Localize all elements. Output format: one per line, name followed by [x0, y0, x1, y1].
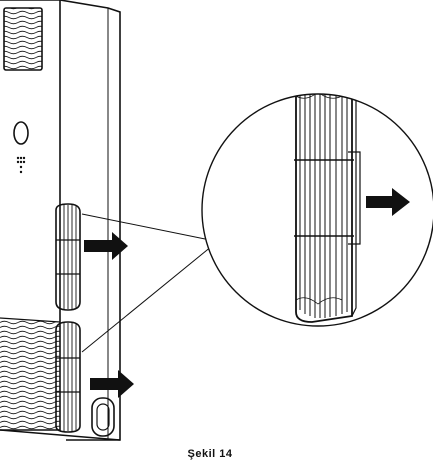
pull-out-arrow-lower [90, 370, 134, 398]
pull-out-arrow-upper [84, 232, 128, 260]
detail-leader-lines [81, 213, 213, 353]
pull-out-arrow-detail [366, 188, 410, 216]
upper-grille [3, 7, 43, 71]
lower-filter [55, 321, 81, 433]
upper-filter [55, 203, 81, 311]
lower-intake-grille [0, 317, 61, 430]
detail-magnifier-circle [201, 93, 433, 327]
enlarged-filter [294, 94, 361, 323]
base-handle-recess [91, 397, 115, 437]
indicator-lights [16, 156, 26, 174]
control-button [13, 121, 29, 145]
figure-caption: Şekil 14 [187, 448, 233, 460]
